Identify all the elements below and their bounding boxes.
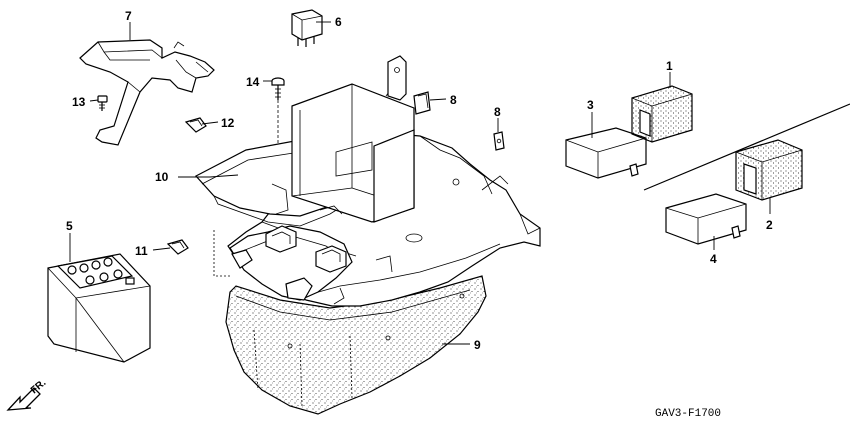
clip-nut-12-part <box>184 117 207 133</box>
clip-nut-11-part <box>166 239 189 255</box>
callout-4: 4 <box>710 252 717 266</box>
callout-1: 1 <box>666 59 673 73</box>
bolt-13-part <box>97 95 108 111</box>
battery-bracket-part <box>79 39 215 146</box>
callout-9: 9 <box>474 338 481 352</box>
divider-line <box>643 103 850 191</box>
callout-13: 13 <box>72 95 86 109</box>
callout-12: 12 <box>221 116 235 130</box>
fuse-holder-1-part <box>631 85 693 143</box>
fuse-holder-2-part <box>735 139 803 201</box>
callout-3: 3 <box>587 98 594 112</box>
leader-lines <box>69 21 771 345</box>
callout-2: 2 <box>766 218 773 232</box>
callout-5: 5 <box>66 219 73 233</box>
callout-8-upper: 8 <box>450 93 457 107</box>
fuse-box-cover-3-part <box>565 127 647 179</box>
callout-10: 10 <box>155 170 169 184</box>
callout-7: 7 <box>125 9 132 23</box>
callout-11: 11 <box>135 244 148 258</box>
callouts: 7 6 13 14 12 10 11 8 8 9 5 3 1 2 4 <box>66 9 773 352</box>
front-direction-arrow-icon: FR. <box>6 377 48 411</box>
relay-part <box>291 9 323 47</box>
callout-14: 14 <box>246 75 260 89</box>
diagram-code: GAV3-F1700 <box>655 408 721 420</box>
battery-tray-frame <box>195 55 541 307</box>
callout-8-right: 8 <box>494 105 501 119</box>
clip-nut-8-part <box>493 131 505 151</box>
battery-part <box>47 253 151 363</box>
callout-6: 6 <box>335 15 342 29</box>
fuse-box-cover-4-part <box>665 193 747 245</box>
